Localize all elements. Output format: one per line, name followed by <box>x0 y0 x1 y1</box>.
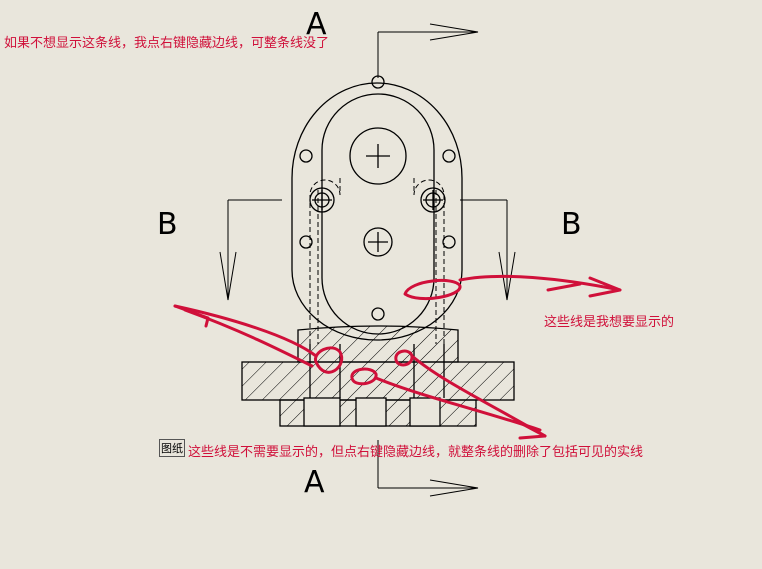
bearing-bore-upper <box>349 127 407 185</box>
bolt-holes <box>299 75 456 321</box>
dowel-holes <box>309 187 446 213</box>
note-tag-label[interactable]: 图纸 <box>159 439 185 457</box>
mounting-base-section <box>241 325 515 427</box>
section-arrow-right <box>460 199 516 301</box>
right-annotation: 这些线是我想要显示的 <box>544 315 675 330</box>
bottom-annotation: 这些线是不需要显示的，但点右键隐藏边线，就整条线的删除了包括可见的实线 <box>188 445 644 460</box>
view-label-b-left: B <box>157 207 178 242</box>
hidden-lines <box>309 178 445 344</box>
section-arrow-top <box>377 23 479 78</box>
red-markup-strokes <box>173 274 622 440</box>
view-label-a-bottom: A <box>304 465 325 500</box>
section-arrow-left <box>219 199 282 301</box>
bearing-bore-lower <box>363 227 393 257</box>
top-annotation: 如果不想显示这条线，我点右键隐藏边线，可整条线没了 <box>4 36 330 51</box>
section-arrow-bottom <box>377 440 479 497</box>
view-label-a-top: A <box>306 7 327 42</box>
view-label-b-right: B <box>561 207 582 242</box>
